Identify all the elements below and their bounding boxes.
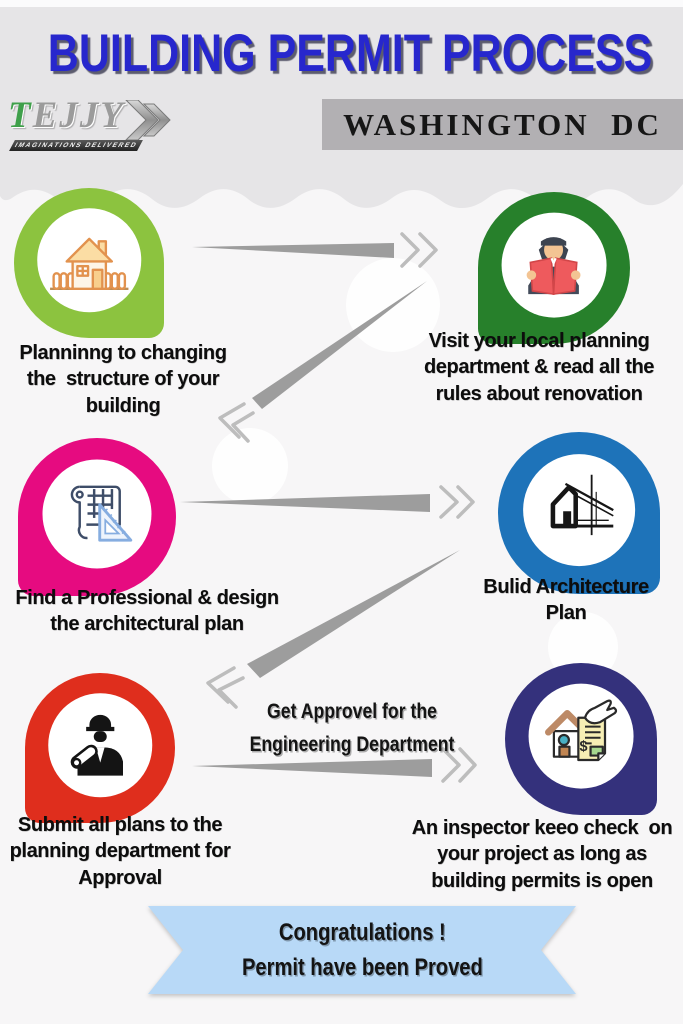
arrow-step5-step6 xyxy=(192,759,432,777)
arrow-step3-step4 xyxy=(180,494,430,512)
house-icon xyxy=(49,237,129,290)
chevron-right-icon xyxy=(439,485,459,519)
chevron-left-icon xyxy=(206,666,236,704)
background-blob xyxy=(212,428,288,504)
svg-text:$: $ xyxy=(580,740,588,756)
page-title: BUILDING PERMIT PROCESS xyxy=(47,23,653,83)
blueprint-icon xyxy=(70,485,132,542)
banner-line-1: Congratulations ! xyxy=(278,918,446,946)
location-banner: WASHINGTON DC xyxy=(322,99,683,150)
logo-chevron-icon xyxy=(125,100,171,140)
wave-divider xyxy=(0,168,683,210)
step-caption: Submit all plans to the planning departm… xyxy=(9,814,231,889)
step-build-architecture-plan xyxy=(498,432,660,594)
tejjy-logo: TEJJY IMAGINATIONS DELIVERED xyxy=(8,96,178,162)
step-submit-plans xyxy=(25,673,175,823)
step-inspector-check: $ xyxy=(505,663,657,815)
logo-wordmark: TEJJY xyxy=(8,95,125,136)
congratulations-banner: Congratulations ! Permit have been Prove… xyxy=(148,906,576,994)
logo-tagline: IMAGINATIONS DELIVERED xyxy=(9,140,143,151)
step-caption: Find a Professional & design the archite… xyxy=(15,587,279,636)
inspector-document-icon: $ xyxy=(545,699,618,762)
banner-line-2: Permit have been Proved xyxy=(241,954,483,981)
chevron-right-icon xyxy=(456,485,475,519)
top-strip xyxy=(0,0,683,7)
approval-note: Get Approvel for the Engineering Departm… xyxy=(249,700,455,756)
chevron-right-icon xyxy=(418,232,438,268)
step-caption: An inspector keeo check on your project … xyxy=(411,817,673,892)
architecture-plan-icon xyxy=(550,474,614,535)
step-find-professional xyxy=(18,438,176,596)
step-caption: Planninng to changing the structure of y… xyxy=(19,342,227,417)
step-visit-department xyxy=(478,192,630,344)
arrow-step1-step2 xyxy=(192,243,394,258)
step-caption: Bulid Architecture Plan xyxy=(483,576,649,625)
engineer-icon xyxy=(70,714,123,776)
step-caption: Visit your local planning department & r… xyxy=(423,330,655,405)
step-planning-change xyxy=(14,188,164,338)
reading-person-icon xyxy=(527,237,581,296)
